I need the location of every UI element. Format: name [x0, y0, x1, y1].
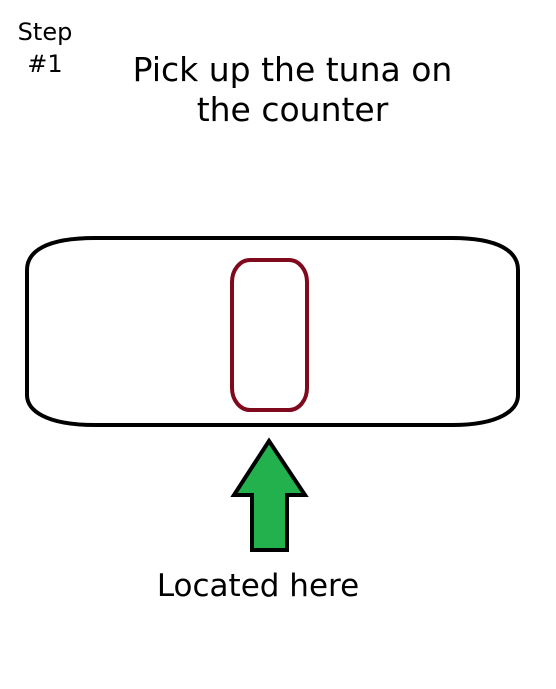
instruction-line-2: the counter: [196, 90, 389, 129]
instruction-text: Pick up the tuna on the counter: [80, 50, 505, 130]
step-label: Step #1: [8, 16, 82, 80]
tuna-shape: [230, 258, 309, 412]
location-caption: Located here: [156, 568, 360, 604]
step-label-number: #1: [27, 50, 63, 78]
instruction-line-1: Pick up the tuna on: [132, 50, 453, 89]
pointer-arrow: [230, 437, 309, 552]
counter-shape: [25, 236, 520, 427]
step-label-word: Step: [17, 18, 73, 46]
